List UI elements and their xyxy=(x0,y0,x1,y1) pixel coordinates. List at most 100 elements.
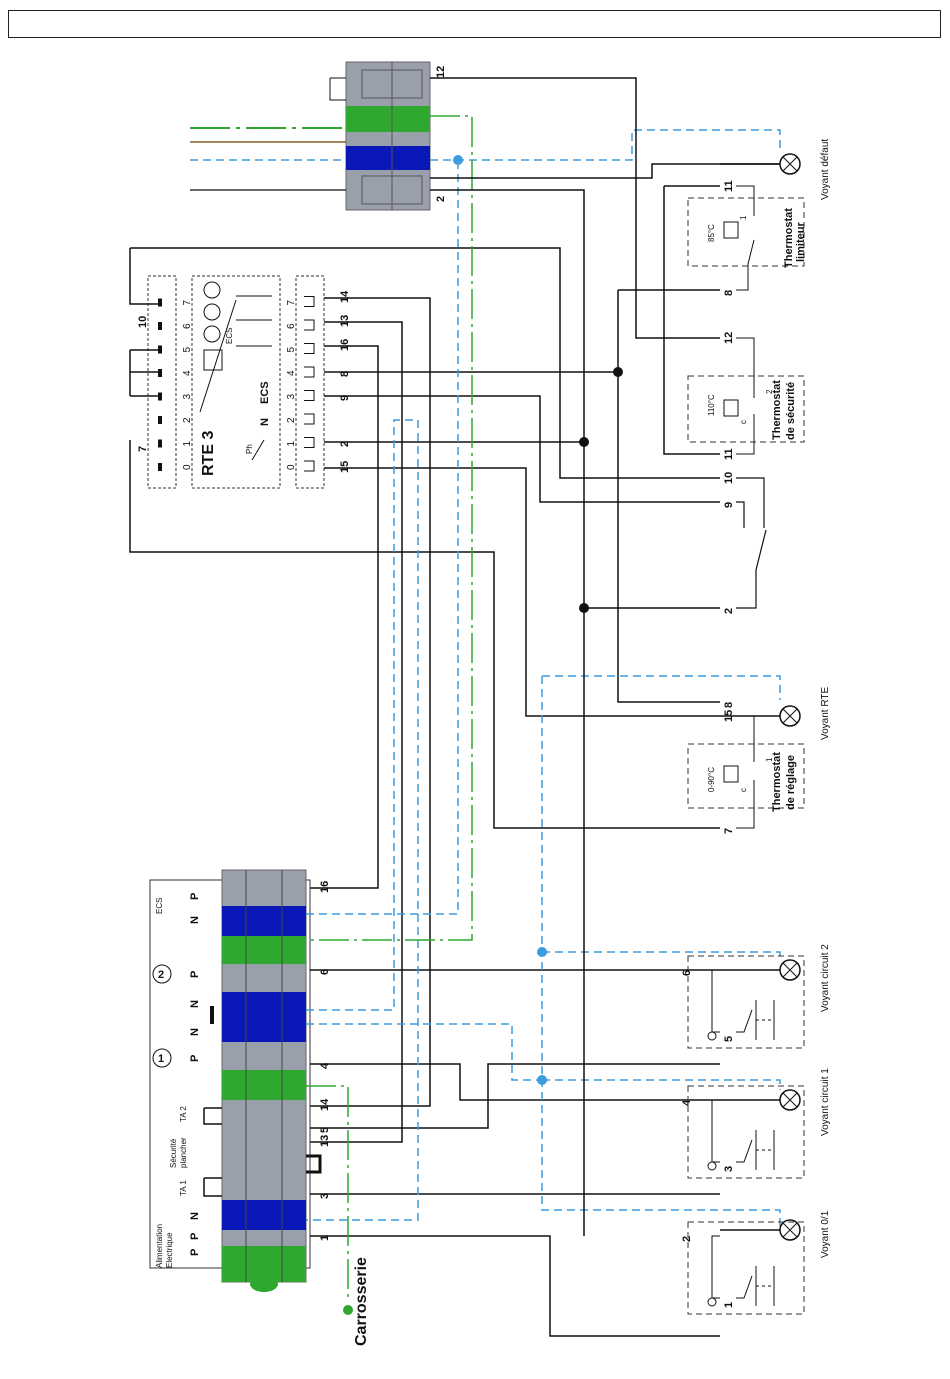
bottom-wire-number: 16 xyxy=(319,881,331,893)
relay: 43 xyxy=(681,1085,805,1179)
pin-letter: N xyxy=(189,1000,201,1008)
circuit-1-number: 1 xyxy=(158,1053,164,1065)
switch-label-2: 2 xyxy=(723,608,735,614)
rte-right-pin xyxy=(304,460,315,472)
carrosserie-label: Carrosserie xyxy=(353,1257,370,1346)
section-alimentation: Alimentation xyxy=(155,1224,164,1268)
relay-terminal-top: 2 xyxy=(681,1236,693,1242)
reglage-temp: 0-90°C xyxy=(707,767,716,792)
rte-left-pin xyxy=(158,298,162,307)
rte3-n-label: N xyxy=(259,418,271,426)
rte-left-terminal-number: 4 xyxy=(182,370,193,376)
section-ta2: TA 2 xyxy=(179,1106,188,1122)
rte-right-terminal-number: 3 xyxy=(286,394,297,400)
rte3-label-7: 7 xyxy=(137,446,149,452)
top-terminal-block: 12 2 xyxy=(329,61,447,211)
lamp-label-voyant_circuit_2: Voyant circuit 2 xyxy=(820,944,831,1012)
rte-right-pin xyxy=(304,343,315,354)
lamp-label-voyant_defaut: Voyant défaut xyxy=(820,139,831,200)
bottom-wire-number: 14 xyxy=(319,1098,331,1111)
lamp-label-voyant_01: Voyant 0/1 xyxy=(820,1210,831,1258)
securite-line2: de sécurité xyxy=(785,382,797,440)
rte-right-pin xyxy=(304,366,315,378)
relay-terminal-top: 4 xyxy=(681,1099,693,1106)
rte-right-terminal-number: 6 xyxy=(286,323,297,329)
section-ecs: ECS xyxy=(155,898,164,914)
switch-label-9: 9 xyxy=(723,502,735,508)
rte-left-pin xyxy=(158,416,162,424)
limiteur-contact-1: 1 xyxy=(739,215,748,220)
rte-right-terminal-number: 4 xyxy=(286,370,297,376)
rte3-ecs-small: ECS xyxy=(225,328,234,344)
rte-right-terminal-number: 5 xyxy=(286,347,297,353)
rte-left-pin xyxy=(158,463,162,471)
rte-left-terminal-number: 5 xyxy=(182,347,193,353)
rte-right-pin xyxy=(304,413,315,425)
indicator-lamp: Voyant défaut xyxy=(720,139,831,200)
securite-contact-c: c xyxy=(739,420,748,424)
top-block-label-12: 12 xyxy=(435,66,447,78)
relay-terminal-bottom: 5 xyxy=(723,1036,735,1042)
reglage-term-7: 7 xyxy=(723,828,735,834)
rte-left-terminal-number: 2 xyxy=(182,417,193,423)
rte-wire-number: 14 xyxy=(339,290,351,303)
section-electrique: Electrique xyxy=(165,1232,174,1268)
header-frame xyxy=(8,10,941,38)
relay: 21 xyxy=(681,1221,805,1315)
pin-letter: P xyxy=(189,1249,201,1256)
section-plancher: plancher xyxy=(179,1137,188,1168)
rte3-label-10: 10 xyxy=(137,316,149,328)
pin-letter: P xyxy=(189,971,201,978)
rte-right-terminal-number: 1 xyxy=(286,441,297,447)
indicator-lamp: Voyant circuit 1 xyxy=(720,1068,831,1136)
rte-right-pin xyxy=(304,319,315,331)
rte-wire-number: 16 xyxy=(339,339,351,351)
thermostat-limiteur: 85°C Thermostat limiteur 11 8 1 xyxy=(687,180,807,296)
rte-right-terminal-number: 2 xyxy=(286,417,297,423)
rte-right-pin xyxy=(304,296,315,307)
reglage-line1: Thermostat xyxy=(771,752,783,812)
pin-letter: N xyxy=(189,1028,201,1036)
bottom-wire-number: 3 xyxy=(319,1193,331,1199)
pin-letter: P xyxy=(189,893,201,900)
limiteur-line2: limiteur xyxy=(795,222,807,262)
lamp-label-voyant_rte: Voyant RTE xyxy=(820,686,831,740)
limiteur-term-8: 8 xyxy=(723,290,735,296)
limiteur-line1: Thermostat xyxy=(783,208,795,268)
rte-wire-number: 13 xyxy=(339,315,351,327)
relay: 65 xyxy=(681,955,805,1049)
rte3-title: RTE 3 xyxy=(200,431,217,476)
rte-left-terminal-number: 7 xyxy=(182,300,193,306)
circuit-1-marker xyxy=(152,1048,172,1068)
rte-right-pin xyxy=(304,390,315,401)
relay-terminal-top: 6 xyxy=(681,970,693,976)
rte-left-terminal-number: 0 xyxy=(182,464,193,470)
thermostat-securite: 110°C Thermostat de sécurité 12 11 2 c xyxy=(687,332,805,460)
limiteur-temp: 85°C xyxy=(707,224,716,242)
pump-icon xyxy=(203,325,221,343)
securite-line1: Thermostat xyxy=(771,380,783,440)
rte-right-terminal-number: 0 xyxy=(286,464,297,470)
rte3-ecs-label: ECS xyxy=(259,381,271,404)
indicator-lamp: Voyant 0/1 xyxy=(720,1210,831,1258)
rte-left-terminal-number: 1 xyxy=(182,441,193,447)
pump-icon xyxy=(203,281,221,299)
pump-icon xyxy=(203,303,221,321)
reglage-term-8: 8 xyxy=(723,702,735,708)
rte-left-terminal-number: 3 xyxy=(182,394,193,400)
section-securite: Sécurité xyxy=(169,1138,178,1168)
bottom-wire-number: 1 xyxy=(319,1235,331,1241)
rte-left-pin xyxy=(158,369,162,377)
rte-right-terminal-number: 7 xyxy=(286,300,297,306)
reglage-contact-1: 1 xyxy=(765,757,774,762)
section-ta1: TA 1 xyxy=(179,1180,188,1196)
securite-temp: 110°C xyxy=(707,394,716,416)
bottom-wire-number: 4 xyxy=(319,1062,331,1069)
bottom-wire-number: 6 xyxy=(319,969,331,975)
rte-left-pin xyxy=(158,439,162,448)
pin-letter: N xyxy=(189,916,201,924)
indicator-lamp: Voyant RTE xyxy=(720,686,831,740)
limiteur-term-11: 11 xyxy=(723,180,735,192)
